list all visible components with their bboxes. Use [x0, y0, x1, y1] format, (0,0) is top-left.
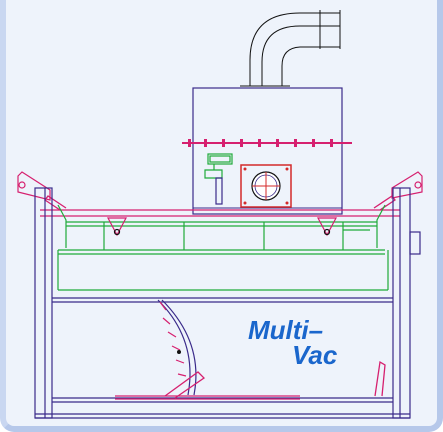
- logo-line-1: Multi–: [248, 315, 323, 345]
- skid-stand: [115, 360, 386, 400]
- valve-handle: [204, 153, 233, 205]
- pressure-gauge: [240, 164, 292, 208]
- top-beam: [40, 195, 400, 217]
- lower-frame: [35, 297, 410, 419]
- exhaust-pipe: [240, 10, 341, 87]
- right-lifting-ear: [391, 171, 423, 199]
- hopper-brackets: [107, 217, 337, 237]
- right-post: [392, 187, 421, 419]
- logo-line-2: Vac: [292, 340, 338, 370]
- multivac-logo: Multi– Vac: [248, 315, 338, 370]
- left-lifting-ear: [17, 171, 51, 201]
- blower-housing: [182, 87, 352, 215]
- hopper: [57, 204, 389, 291]
- left-post: [34, 187, 53, 419]
- impeller-housing: [157, 299, 197, 396]
